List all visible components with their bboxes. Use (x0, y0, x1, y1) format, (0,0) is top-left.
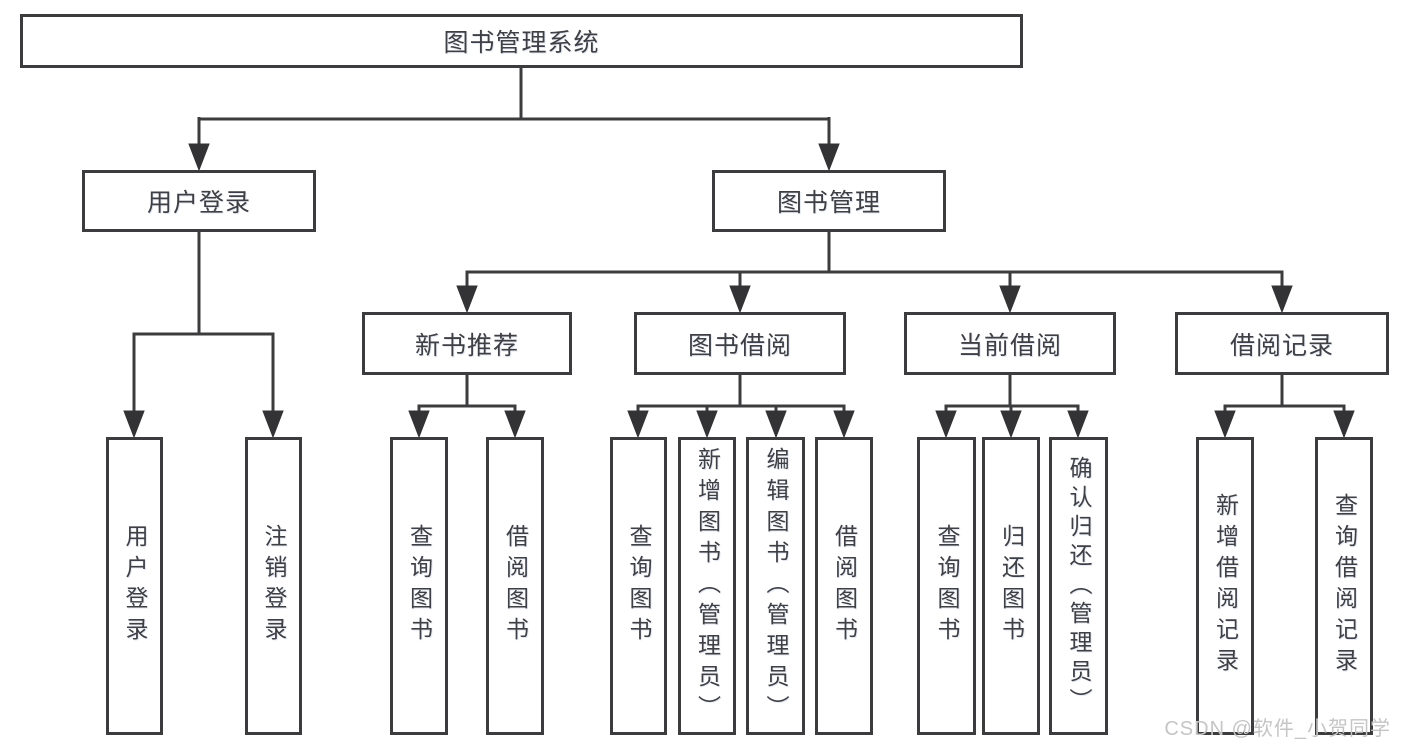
leaf-query-books-borrow: 查询图书 (610, 437, 667, 735)
leaf-add-books-admin: 新增图书（管理员） (678, 437, 736, 735)
node-new-book-recommendation: 新书推荐 (362, 312, 572, 375)
leaf-borrow-books-borrow: 借阅图书 (815, 437, 873, 735)
leaf-return-books-label: 归还图书 (998, 524, 1025, 648)
leaf-user-login-label: 用户登录 (122, 524, 148, 648)
leaf-logout: 注销登录 (245, 437, 302, 735)
leaf-user-login: 用户登录 (106, 437, 163, 735)
leaf-query-borrow-record-label: 查询借阅记录 (1331, 493, 1358, 679)
leaf-query-borrow-record: 查询借阅记录 (1315, 437, 1373, 735)
leaf-query-books-current-label: 查询图书 (934, 524, 960, 648)
leaf-logout-label: 注销登录 (261, 524, 287, 648)
node-book-borrowing: 图书借阅 (634, 312, 846, 375)
node-library-management-system: 图书管理系统 (20, 14, 1023, 68)
leaf-borrow-books-recommend-label: 借阅图书 (502, 524, 529, 648)
leaf-query-books-borrow-label: 查询图书 (626, 524, 652, 648)
leaf-add-books-admin-label: 新增图书（管理员） (694, 446, 721, 726)
leaf-query-books-recommend: 查询图书 (390, 437, 448, 735)
node-borrowing-records: 借阅记录 (1175, 312, 1389, 375)
leaf-borrow-books-recommend: 借阅图书 (486, 437, 544, 735)
leaf-edit-books-admin-label: 编辑图书（管理员） (763, 446, 789, 726)
leaf-return-books: 归还图书 (982, 437, 1040, 735)
leaf-edit-books-admin: 编辑图书（管理员） (746, 437, 805, 735)
leaf-borrow-books-borrow-label: 借阅图书 (831, 524, 858, 648)
leaf-query-books-recommend-label: 查询图书 (406, 524, 433, 648)
leaf-confirm-return-admin: 确认归还（管理员） (1049, 437, 1108, 735)
leaf-query-books-current: 查询图书 (917, 437, 976, 735)
node-user-login: 用户登录 (82, 170, 316, 232)
node-book-management: 图书管理 (712, 170, 946, 232)
leaf-add-borrow-record-label: 新增借阅记录 (1212, 493, 1239, 679)
csdn-watermark: CSDN @软件_小贺同学 (1164, 718, 1391, 740)
leaf-add-borrow-record: 新增借阅记录 (1196, 437, 1254, 735)
leaf-confirm-return-admin-label: 确认归还（管理员） (1066, 455, 1092, 717)
node-current-borrowing: 当前借阅 (904, 312, 1116, 375)
